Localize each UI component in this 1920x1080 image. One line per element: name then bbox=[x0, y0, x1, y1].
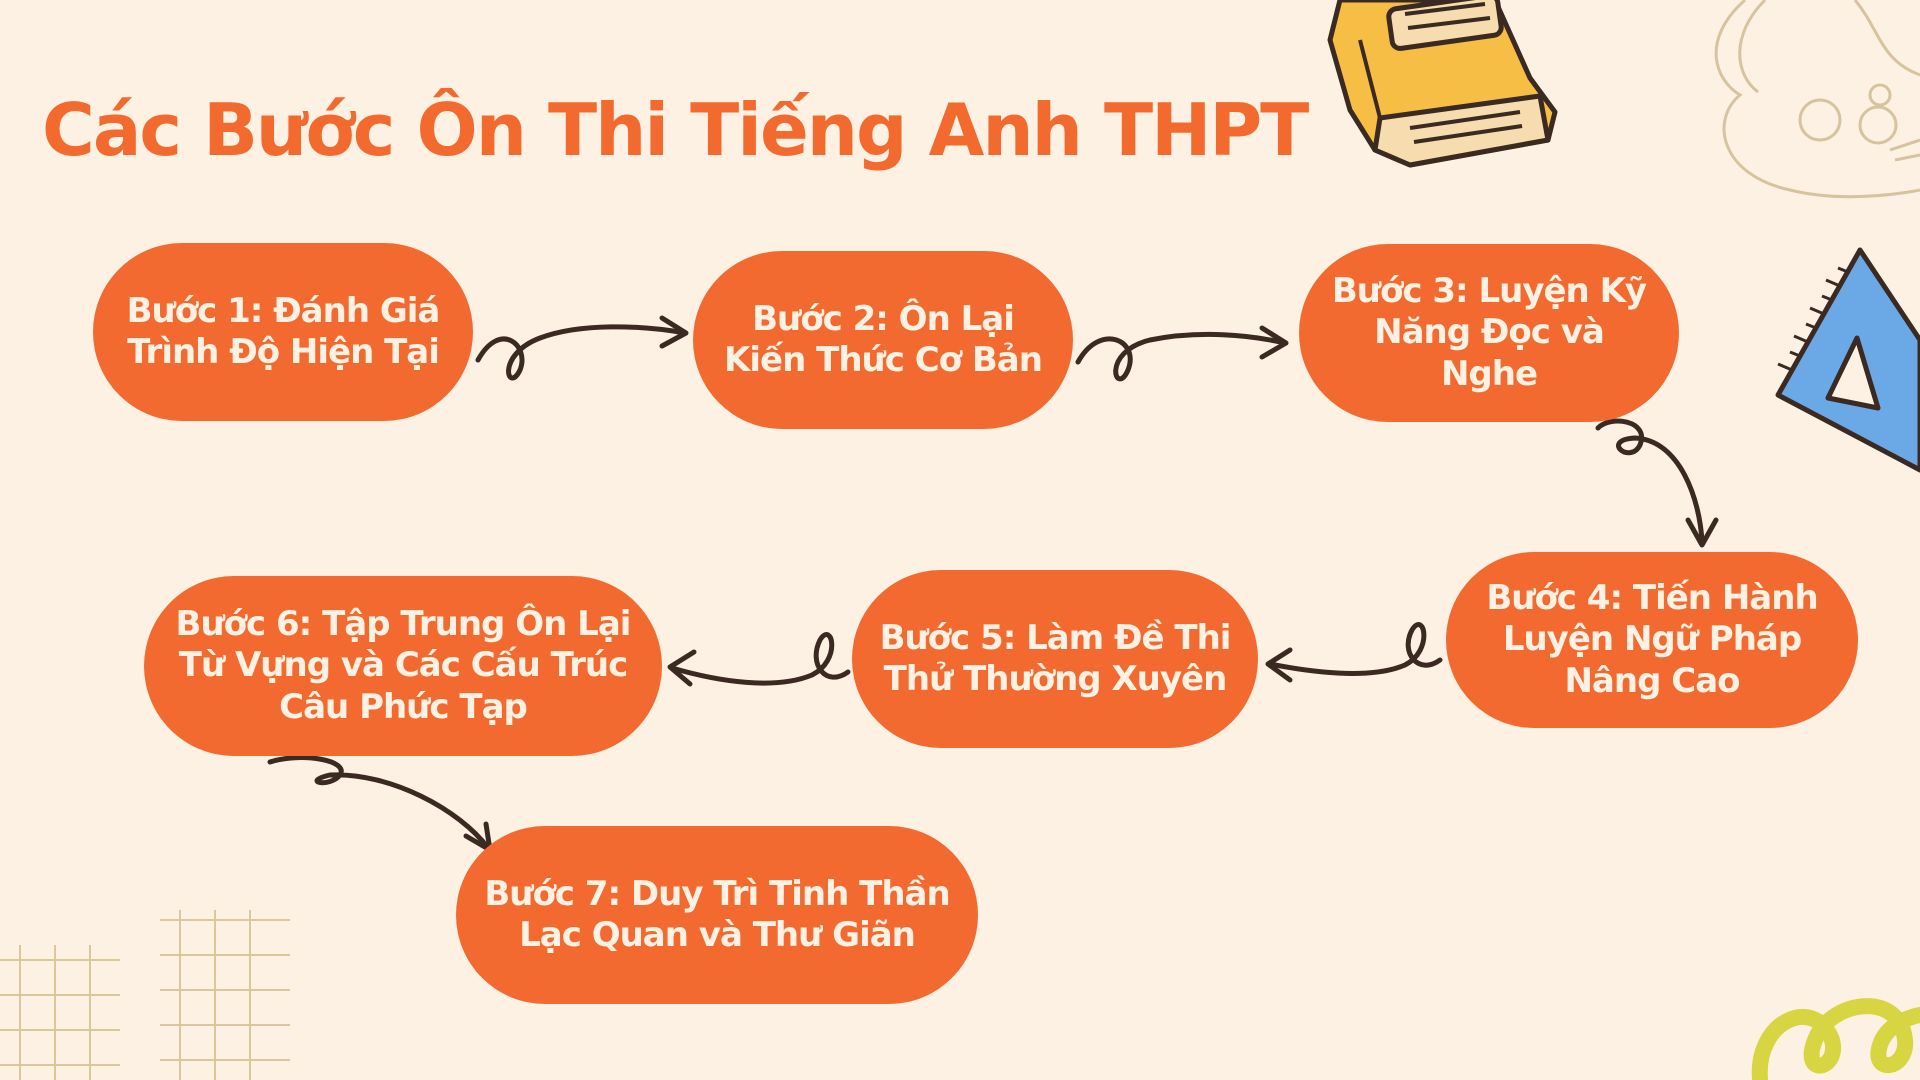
guitar-illustration bbox=[1714, 0, 1920, 199]
arrow-step5-to-step6 bbox=[667, 632, 851, 687]
step-4-label: Bước 4: Tiến Hành Luyện Ngữ Pháp Nâng Ca… bbox=[1486, 577, 1818, 701]
step-7-label: Bước 7: Duy Trì Tinh Thần Lạc Quan và Th… bbox=[484, 873, 950, 955]
arrow-step6-to-step7 bbox=[267, 755, 493, 853]
grid-illustration bbox=[0, 910, 290, 1080]
arrow-step1-to-step2 bbox=[475, 315, 689, 381]
step-4-node: Bước 4: Tiến Hành Luyện Ngữ Pháp Nâng Ca… bbox=[1446, 552, 1858, 728]
step-6-node: Bước 6: Tập Trung Ôn Lại Từ Vựng và Các … bbox=[144, 576, 662, 756]
step-7-node: Bước 7: Duy Trì Tinh Thần Lạc Quan và Th… bbox=[456, 826, 978, 1004]
step-3-label: Bước 3: Luyện Kỹ Năng Đọc và Nghe bbox=[1331, 270, 1647, 394]
arrow-step2-to-step3 bbox=[1075, 325, 1289, 382]
step-5-label: Bước 5: Làm Đề Thi Thử Thường Xuyên bbox=[879, 617, 1232, 699]
arrow-step3-to-step4 bbox=[1595, 418, 1719, 548]
step-1-label: Bước 1: Đánh Giá Trình Độ Hiện Tại bbox=[126, 290, 441, 372]
page-title: Các Bước Ôn Thi Tiếng Anh THPT bbox=[42, 88, 1309, 172]
squiggle-illustration bbox=[1751, 998, 1920, 1080]
step-6-label: Bước 6: Tập Trung Ôn Lại Từ Vựng và Các … bbox=[175, 603, 632, 727]
step-1-node: Bước 1: Đánh Giá Trình Độ Hiện Tại bbox=[93, 243, 473, 421]
triangle-ruler-illustration bbox=[1775, 247, 1920, 473]
step-2-label: Bước 2: Ôn Lại Kiến Thức Cơ Bản bbox=[724, 298, 1043, 380]
step-5-node: Bước 5: Làm Đề Thi Thử Thường Xuyên bbox=[852, 570, 1258, 748]
book-illustration bbox=[1327, 0, 1558, 168]
step-2-node: Bước 2: Ôn Lại Kiến Thức Cơ Bản bbox=[693, 251, 1073, 429]
arrow-step4-to-step5 bbox=[1265, 622, 1443, 683]
step-3-node: Bước 3: Luyện Kỹ Năng Đọc và Nghe bbox=[1299, 244, 1679, 422]
